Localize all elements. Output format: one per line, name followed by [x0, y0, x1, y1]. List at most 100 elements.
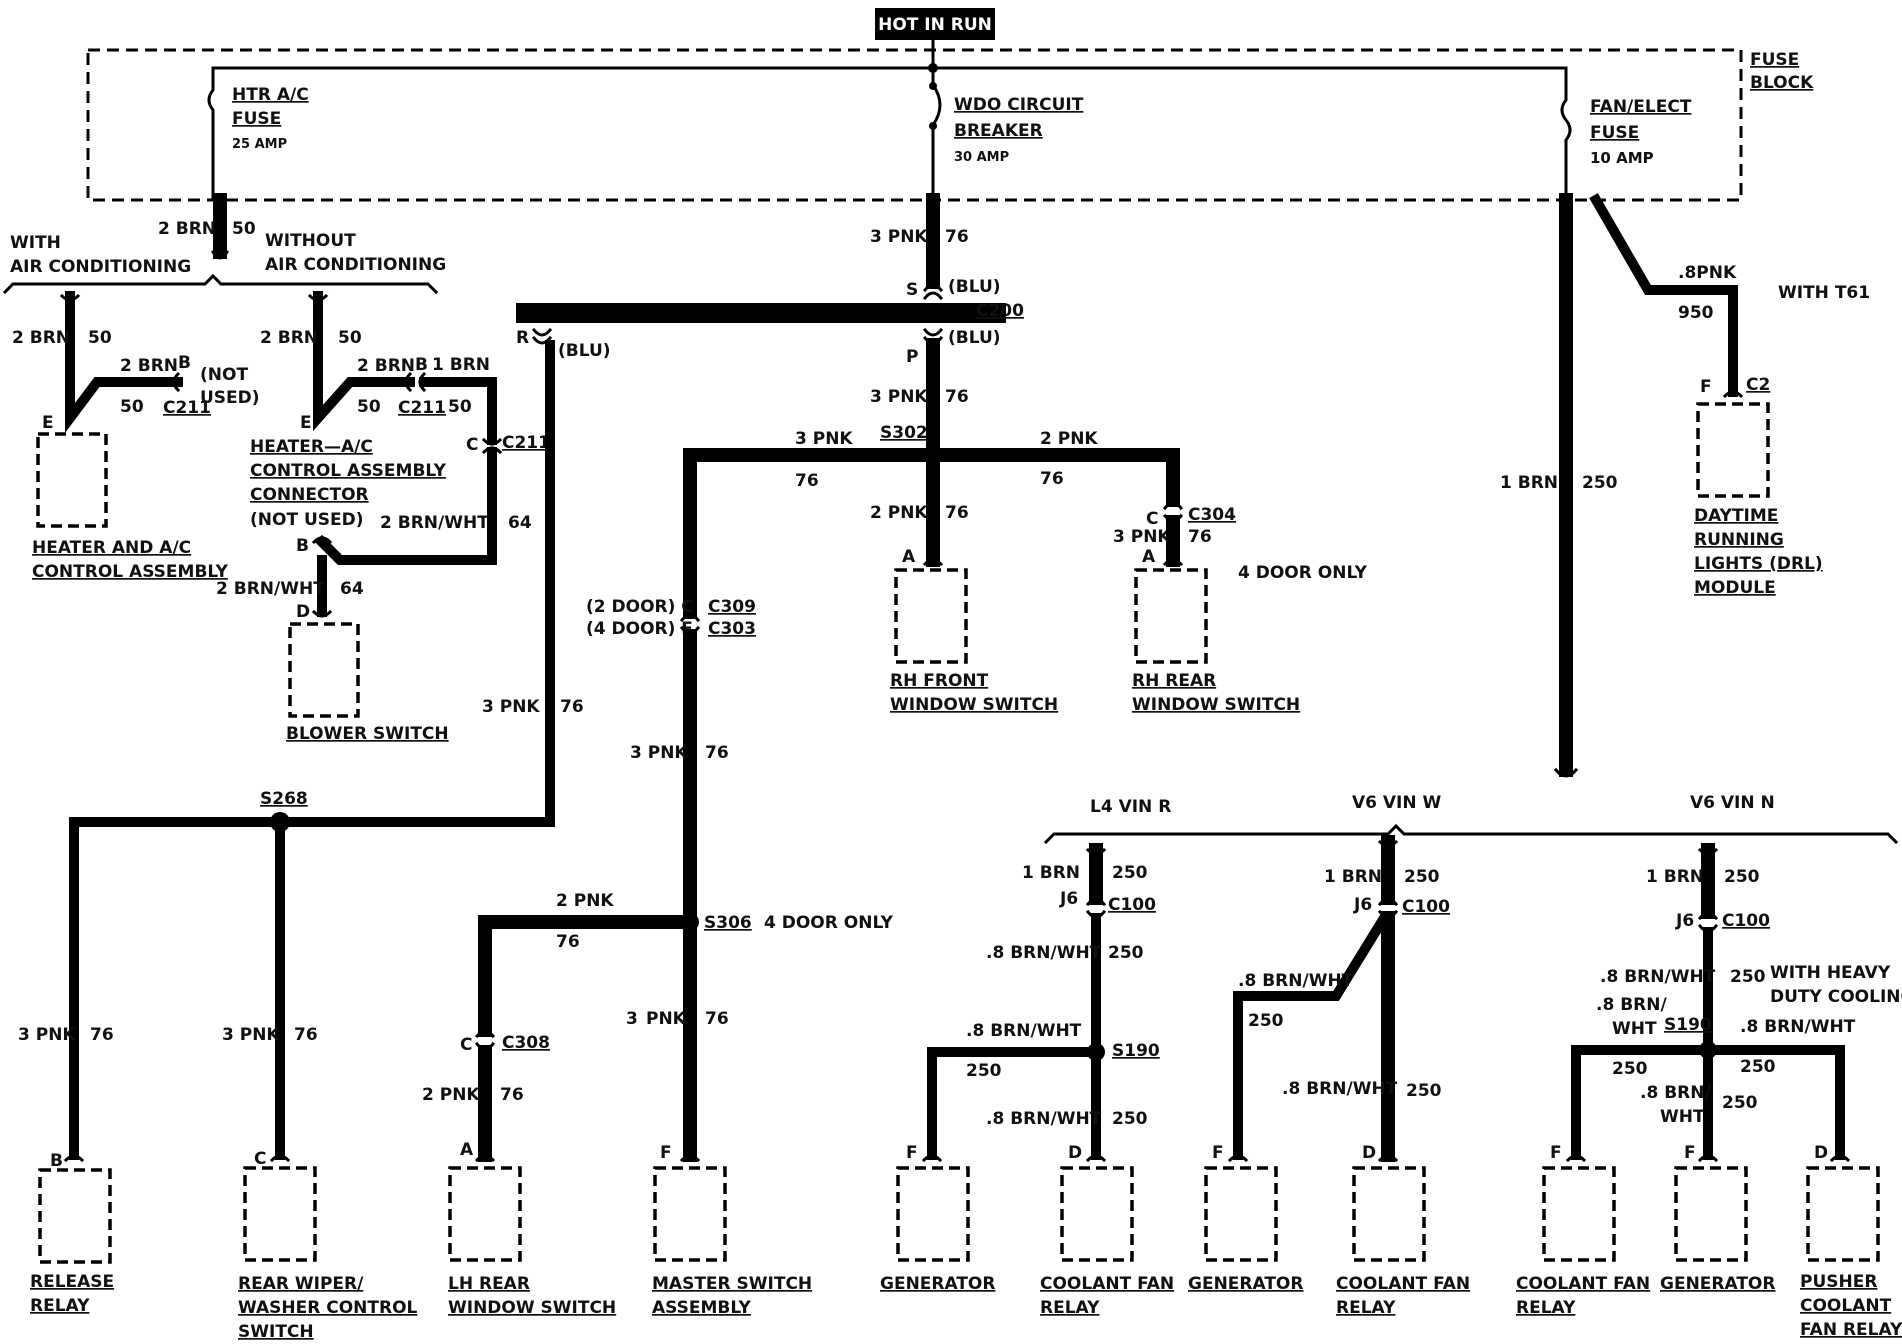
l4-j6: J6	[1059, 889, 1078, 909]
splice-s302: S302	[880, 423, 928, 443]
hot-in-run-label: HOT IN RUN	[878, 15, 992, 35]
heater-conn-l1: HEATER—A/C	[250, 437, 373, 457]
rear-wiper-l3: SWITCH	[238, 1322, 314, 1342]
wire-1brn-b: 1 BRN	[432, 355, 490, 375]
v6n-250b: 250	[1730, 967, 1766, 987]
conn-c211-a: C211	[163, 398, 211, 418]
rear-wiper-box	[243, 1166, 317, 1262]
v6n-gen: GENERATOR	[1660, 1274, 1775, 1294]
wire-76-s302: 76	[795, 471, 819, 491]
drl-wire	[1589, 193, 1738, 397]
wire-3pnk-top: 3 PNK	[870, 227, 928, 247]
l4-250: 250	[1112, 863, 1148, 883]
v6n-coolant-fan-box	[1542, 1166, 1616, 1262]
fan-fuse-symbol	[1560, 66, 1572, 202]
rear-wiper-l2: WASHER CONTROL	[238, 1298, 418, 1318]
conn-b1: B	[178, 353, 191, 373]
wire-76-rhr: 76	[1188, 527, 1212, 547]
l4-250b: 250	[1108, 943, 1144, 963]
v6w-f: F	[1212, 1143, 1224, 1163]
conn-a-lh: A	[460, 1140, 474, 1160]
v6n-j6: J6	[1675, 911, 1694, 931]
ac-option-bracket	[2, 273, 439, 295]
conn-b-rel: B	[50, 1151, 63, 1171]
v6n-d: D	[1814, 1143, 1828, 1163]
wire-hvac-50-b: 50	[120, 397, 144, 417]
with-ac-2: AIR CONDITIONING	[10, 257, 191, 277]
heater-conn-l3: CONNECTOR	[250, 485, 369, 505]
htr-branch-break	[210, 249, 230, 260]
wire-c64-a: 64	[508, 513, 532, 533]
v6w-bw1: .8 BRN/WHT	[1238, 971, 1354, 991]
v6n-heavy2: DUTY COOLING	[1770, 987, 1902, 1007]
v6w-gen-wire	[1233, 911, 1391, 1160]
wire-hvac2-brn-l: 2 BRN	[260, 328, 318, 348]
r-branch-wire	[69, 340, 555, 1160]
conn-c200-label: C200	[976, 301, 1024, 321]
v6n-ends	[1565, 1154, 1851, 1163]
conn-f-c2: F	[1700, 377, 1712, 397]
htr-fuse-symbol	[207, 66, 215, 202]
wire-2pnk-s302: 2 PNK	[1040, 429, 1098, 449]
not-used-2: USED)	[200, 388, 260, 408]
wire-76-lh: 76	[500, 1085, 524, 1105]
conn-d1: D	[296, 602, 310, 622]
wire-76-ms: 76	[705, 1009, 729, 1029]
fuse-block-label-2: BLOCK	[1750, 73, 1814, 93]
wire-76-wip: 76	[294, 1025, 318, 1045]
rh-rear-l1: RH REAR	[1132, 671, 1216, 691]
v6w-250c: 250	[1406, 1081, 1442, 1101]
conn-c308: C308	[502, 1033, 550, 1053]
l4-ends	[921, 1154, 1107, 1163]
lh-rear-wire-a	[478, 915, 697, 1037]
master-l2: ASSEMBLY	[652, 1298, 752, 1318]
wire-brnwht2-a: 2 BRN/WHT	[380, 513, 489, 533]
release-l2: RELAY	[30, 1296, 90, 1316]
rh-rear-l2: WINDOW SWITCH	[1132, 695, 1300, 715]
v6n-s190: S190	[1664, 1015, 1712, 1035]
conn-blu2: (BLU)	[948, 328, 1001, 348]
v6n-bw3: .8 BRN/WHT	[1740, 1017, 1856, 1037]
hot-in-run-box: HOT IN RUN	[875, 8, 995, 40]
drl-module-box	[1696, 402, 1770, 498]
with-ac-ends	[59, 293, 181, 393]
master-l1: MASTER SWITCH	[652, 1274, 812, 1294]
wire-76-rhf: 76	[945, 503, 969, 523]
master-switch-box	[653, 1166, 727, 1262]
v6n-250: 250	[1724, 867, 1760, 887]
heater-ac-control-box	[36, 432, 108, 528]
v6n-cfan1: COOLANT FAN	[1516, 1274, 1650, 1294]
wire-50-top: 50	[232, 219, 256, 239]
v6n-c100: C100	[1722, 911, 1770, 931]
rh-front-box	[894, 568, 968, 664]
c200-connector-bar	[516, 303, 1006, 323]
conn-s: S	[906, 280, 918, 300]
wire-76-p: 76	[945, 387, 969, 407]
four-door-only-1: 4 DOOR ONLY	[1238, 563, 1368, 583]
wire-76-s306: 76	[556, 932, 580, 952]
l4-f: F	[906, 1143, 918, 1163]
wire-2pnk-rhf: 2 PNK	[870, 503, 928, 523]
l4-title: L4 VIN R	[1090, 797, 1171, 817]
v6n-push3: FAN RELAY	[1800, 1320, 1902, 1340]
l4-s190: S190	[1112, 1041, 1160, 1061]
rh-rear-box	[1134, 568, 1208, 664]
conn-c304: C304	[1188, 505, 1236, 525]
v6n-bw2b: WHT	[1612, 1019, 1657, 1039]
wire-76-s302r: 76	[1040, 469, 1064, 489]
with-ac-1: WITH	[10, 233, 61, 253]
without-ac-1: WITHOUT	[265, 231, 356, 251]
not-used-1: (NOT	[200, 365, 248, 385]
conn-c309: C309	[708, 597, 756, 617]
wire-2pnk-s306: 2 PNK	[556, 891, 614, 911]
fuse-block-label-1: FUSE	[1750, 50, 1799, 70]
v6n-f2: F	[1684, 1143, 1696, 1163]
l4-cfan1: COOLANT FAN	[1040, 1274, 1174, 1294]
conn-c211-c: C211	[502, 433, 550, 453]
conn-c-wip: C	[254, 1149, 266, 1169]
conn-e1: E	[42, 413, 54, 433]
lh-rear-box	[448, 1166, 522, 1262]
wire-76-rel: 76	[90, 1025, 114, 1045]
fuse-block-outline	[86, 48, 1743, 202]
